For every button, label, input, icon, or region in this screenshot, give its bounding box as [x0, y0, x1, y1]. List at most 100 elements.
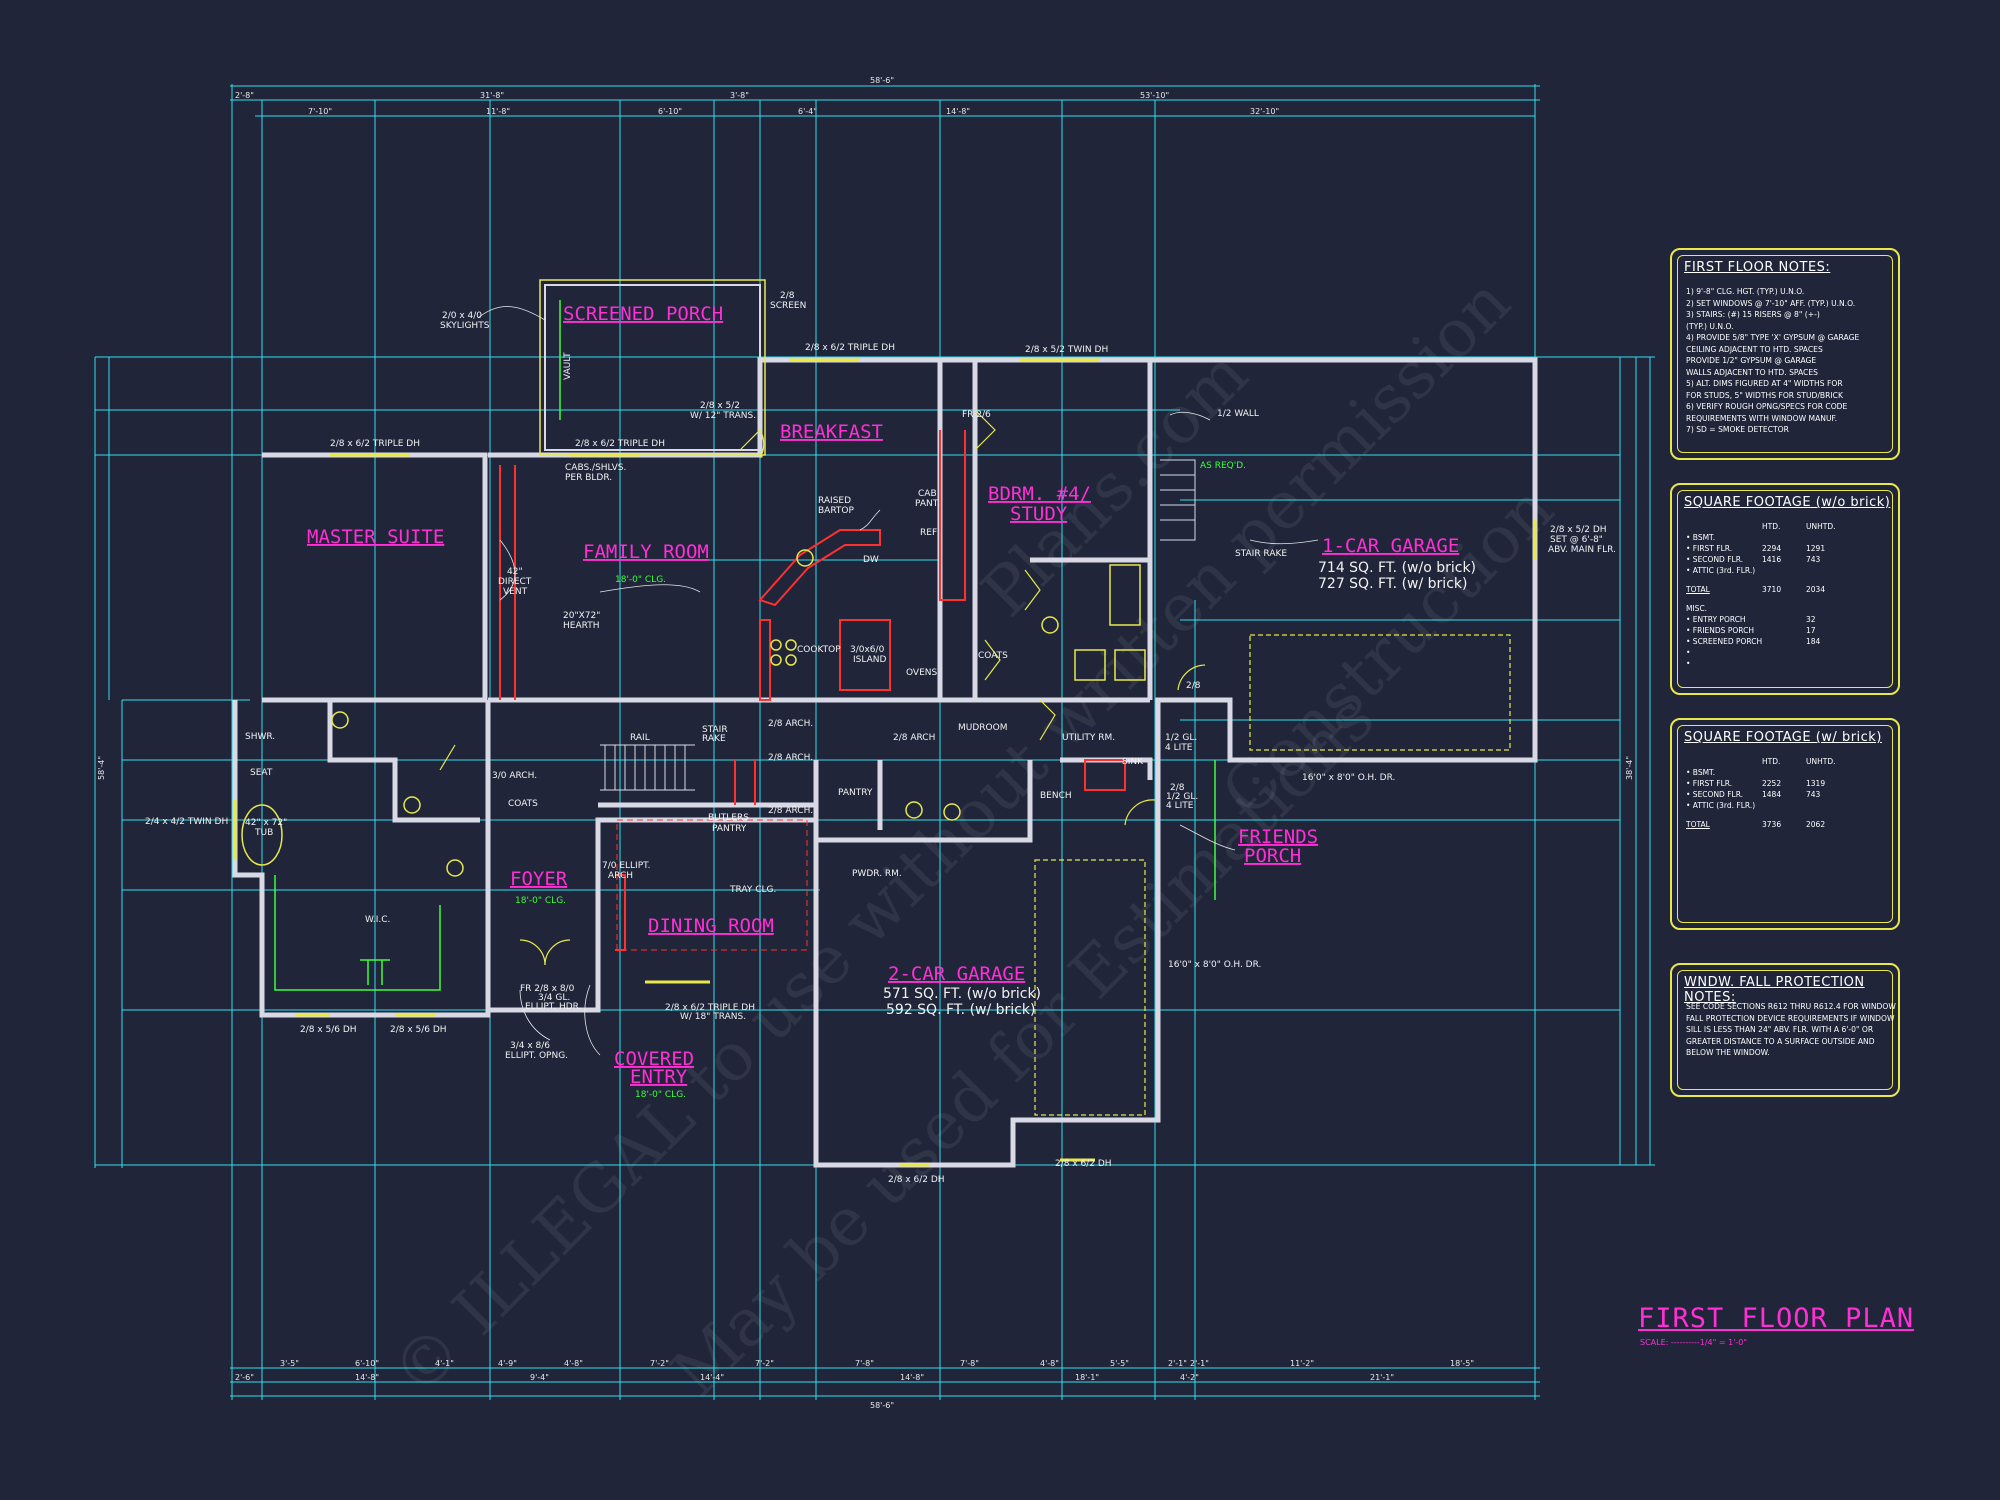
lbl-twin-dh-master: 2/4 x 4/2 TWIN DH — [145, 817, 228, 827]
dim-bottom-row3-14: 11'-2" — [1290, 1359, 1314, 1368]
dim-bottom-row2-6: 18'-1" — [1075, 1373, 1099, 1382]
room-foyer: FOYER — [510, 868, 568, 890]
dim-bottom-row3-6: 7'-2" — [650, 1359, 669, 1368]
note-line: 4) PROVIDE 5/8" TYPE 'X' GYPSUM @ GARAGE — [1686, 333, 1860, 342]
note-line: PROVIDE 1/2" GYPSUM @ GARAGE — [1686, 356, 1817, 365]
lbl-raised-b: BARTOP — [818, 506, 855, 516]
lbl-arch28c: 2/8 ARCH. — [768, 806, 813, 816]
note-line: 7) SD = SMOKE DETECTOR — [1686, 425, 1789, 434]
lbl-twin-dh-garage-c: ABV. MAIN FLR. — [1548, 545, 1616, 555]
dimension-labels: 58'-6" 2'-8" 31'-8" 3'-8" 53'-10" 7'-10"… — [97, 76, 1634, 1410]
green-accents — [274, 760, 1216, 991]
dim-bottom-row2-4: 14'-4" — [700, 1373, 724, 1382]
lbl-stair-rake: STAIR RAKE — [1235, 549, 1287, 559]
lbl-garage-dh2: 2/8 x 6/2 DH — [888, 1175, 945, 1185]
toilet-5 — [943, 803, 961, 821]
table-header: HTD.UNHTD. — [1762, 757, 1836, 766]
dim-bottom-row3-11: 5'-5" — [1110, 1359, 1129, 1368]
lbl-cabs-b: PER BLDR. — [565, 473, 612, 483]
lbl-fr-door-c: ELLIPT. HDR. — [525, 1002, 581, 1012]
sqft-w-title: SQUARE FOOTAGE (w/ brick) — [1684, 730, 1882, 745]
first-floor-notes-lines: 1) 9'-8" CLG. HGT. (TYP.) U.N.O. 2) SET … — [1686, 286, 1888, 436]
lbl-pwdr: PWDR. RM. — [852, 869, 902, 879]
panel-inner-border — [1677, 725, 1893, 923]
note-line: SEE CODE SECTIONS R612 THRU R612.4 FOR W… — [1686, 1002, 1896, 1011]
lbl-tub-a: 42" x 72" — [245, 818, 287, 828]
dim-right-overall: 38'-4" — [1625, 756, 1634, 780]
room-breakfast: BREAKFAST — [780, 421, 883, 443]
lbl-arch30: 3/0 ARCH. — [492, 771, 537, 781]
lbl-ellipt-b: ARCH — [608, 871, 633, 881]
dim-top-row2-1: 2'-8" — [235, 91, 254, 100]
dim-bottom-row3-8: 7'-8" — [855, 1359, 874, 1368]
lbl-dining-dh-a: 2/8 x 6/2 TRIPLE DH — [665, 1003, 755, 1013]
dim-bottom-row3-13: 2'-1" — [1190, 1359, 1209, 1368]
lbl-rail: RAIL — [630, 733, 650, 743]
lbl-ellipt-opng-b: ELLIPT. OPNG. — [505, 1051, 568, 1061]
misc-row: • — [1686, 648, 1691, 657]
lbl-fr26: FR 2/6 — [962, 410, 991, 420]
note-line: 2) SET WINDOWS @ 7'-10" AFF. (TYP.) U.N.… — [1686, 298, 1856, 308]
room-2-car-garage: 2-CAR GARAGE — [888, 963, 1025, 985]
dim-bottom-row3-10: 4'-8" — [1040, 1359, 1059, 1368]
fall-protection-lines: SEE CODE SECTIONS R612 THRU R612.4 FOR W… — [1686, 1001, 1896, 1059]
room-friends-porch-b: PORCH — [1244, 845, 1301, 867]
note-line: (TYP.) U.N.O. — [1686, 321, 1734, 331]
lbl-bench: BENCH — [1040, 791, 1072, 801]
note-line: GREATER DISTANCE TO A SURFACE OUTSIDE AN… — [1686, 1036, 1875, 1046]
dim-bottom-row2-3: 9'-4" — [530, 1373, 549, 1382]
lbl-cab-pant-b: PANT. — [915, 499, 940, 509]
note-line: 1) 9'-8" CLG. HGT. (TYP.) U.N.O. — [1686, 287, 1805, 296]
note-line: SILL IS LESS THAN 24" ABV. FLR. WITH A 6… — [1686, 1025, 1874, 1034]
table-header: HTD.UNHTD. — [1686, 521, 1888, 532]
room-study: STUDY — [1010, 503, 1068, 525]
dim-bottom-row2-8: 21'-1" — [1370, 1373, 1394, 1382]
lbl-mudroom: MUDROOM — [958, 723, 1007, 733]
sqft-with-brick-panel: SQUARE FOOTAGE (w/ brick) HTD.UNHTD. • B… — [1670, 718, 1900, 930]
lbl-cab-pant-a: CAB — [918, 489, 937, 499]
lbl-triple-dh-family: 2/8 x 6/2 TRIPLE DH — [575, 439, 665, 449]
dim-top-row3-4: 6'-4" — [798, 107, 817, 116]
lbl-arch28a: 2/8 ARCH. — [768, 719, 813, 729]
lbl-as-reqd: AS REQ'D. — [1200, 461, 1246, 471]
note-line: 3) STAIRS: (#) 15 RISERS @ 8" (+-) — [1686, 310, 1820, 319]
fall-protection-title: WNDW. FALL PROTECTION NOTES: — [1684, 975, 1865, 1005]
lbl-coats2: COATS — [508, 799, 538, 809]
lbl-dw: DW — [863, 555, 879, 565]
dim-bottom-row3-15: 18'-5" — [1450, 1359, 1474, 1368]
lbl-butlers-a: BUTLERS — [708, 813, 749, 823]
lbl-master-dh1: 2/8 x 5/6 DH — [300, 1025, 357, 1035]
lbl-wic: W.I.C. — [365, 915, 390, 925]
lbl-skylights-a: 2/0 x 4/0 — [442, 311, 482, 321]
dim-top-overall: 58'-6" — [870, 76, 894, 85]
lbl-skylights-b: SKYLIGHTS — [440, 321, 490, 331]
note-line: 5) ALT. DIMS FIGURED AT 4" WIDTHS FOR — [1686, 379, 1843, 388]
lbl-arch28d: 2/8 ARCH — [893, 733, 935, 743]
room-dining: DINING ROOM — [648, 915, 774, 937]
lbl-vent-a: 42" — [507, 567, 523, 577]
lbl-island-a: 3/0x6/0 — [850, 645, 885, 655]
kitchen-cabinets — [499, 430, 1126, 951]
lbl-gl-lite-c: 4 LITE — [1165, 743, 1193, 753]
room-master-suite: MASTER SUITE — [307, 526, 444, 548]
room-friends-porch-a: FRIENDS — [1238, 826, 1318, 848]
lbl-arch28b: 2/8 ARCH. — [768, 753, 813, 763]
lbl-stair-rake2-b: RAKE — [702, 734, 726, 744]
first-floor-notes-title: FIRST FLOOR NOTES: — [1684, 260, 1831, 275]
lbl-dining-dh-b: W/ 18" TRANS. — [680, 1012, 746, 1022]
lbl-screen-a: 2/8 — [780, 291, 795, 301]
lbl-gl-lite2-b: 1/2 GL. — [1166, 792, 1198, 802]
screened-porch — [539, 279, 766, 456]
fall-protection-notes-panel: WNDW. FALL PROTECTION NOTES: SEE CODE SE… — [1670, 963, 1900, 1097]
dim-top-row2-3: 3'-8" — [730, 91, 749, 100]
lbl-triple-dh-master: 2/8 x 6/2 TRIPLE DH — [330, 439, 420, 449]
window-marks — [233, 358, 1537, 1167]
lbl-clg-family: 18'-0" CLG. — [615, 575, 666, 585]
lbl-butlers-b: PANTRY — [712, 824, 747, 834]
lbl-garage-dh1: 2/8 x 6/2 DH — [1055, 1159, 1112, 1169]
